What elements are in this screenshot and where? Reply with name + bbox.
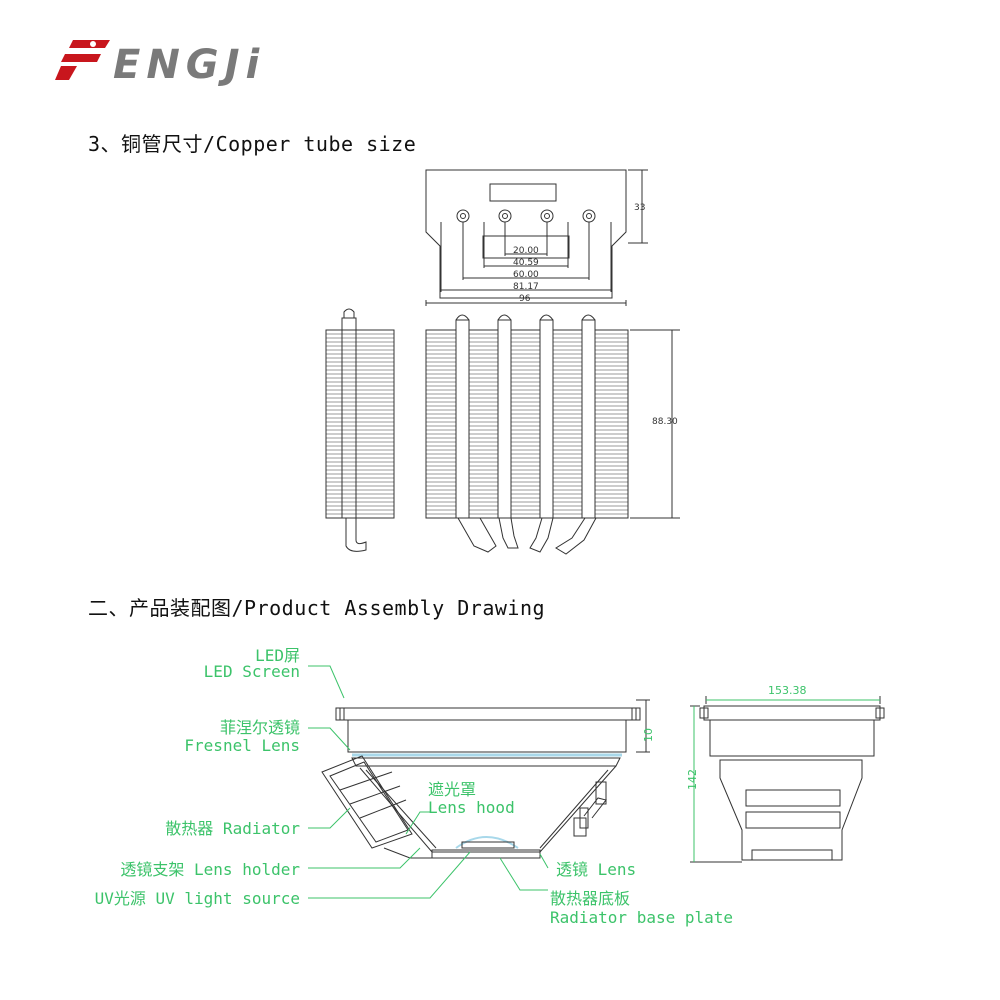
- dim-142: 142: [686, 769, 699, 790]
- pengji-logo: ENGJi: [55, 40, 265, 87]
- section-title-assembly: 二、产品装配图/Product Assembly Drawing: [88, 596, 546, 620]
- label-radiator: 散热器 Radiator: [165, 819, 300, 838]
- svg-text:ENGJi: ENGJi: [113, 42, 265, 87]
- dim-20: 20.00: [513, 246, 539, 256]
- side-view-fins: [325, 308, 395, 552]
- dim-88-30: 88.30: [652, 417, 678, 427]
- label-hood-en: Lens hood: [428, 798, 515, 817]
- label-lens: 透镜 Lens: [556, 860, 636, 879]
- assembly-side-view: [690, 696, 885, 863]
- leader-lines: [308, 665, 549, 899]
- dim-33: 33: [634, 203, 645, 213]
- label-fresnel-en: Fresnel Lens: [184, 736, 300, 755]
- dim-10: 10: [642, 728, 655, 742]
- front-view-fins: [425, 314, 680, 555]
- logo-star-icon: [55, 40, 110, 80]
- label-fresnel-cn: 菲涅尔透镜: [220, 718, 300, 737]
- label-led-cn: LED屏: [255, 646, 300, 665]
- heat-pipes: [455, 314, 597, 555]
- label-base-cn: 散热器底板: [550, 889, 630, 908]
- dim-96: 96: [519, 294, 531, 304]
- label-uv-source: UV光源 UV light source: [95, 889, 300, 908]
- top-view-drawing: [425, 169, 648, 306]
- assembly-drawing: [321, 699, 650, 859]
- label-lens-holder: 透镜支架 Lens holder: [120, 860, 300, 879]
- dim-81-17: 81.17: [513, 282, 539, 292]
- dim-153-38: 153.38: [768, 684, 807, 697]
- label-hood-cn: 遮光罩: [428, 780, 476, 799]
- section-title-copper-tube: 3、铜管尺寸/Copper tube size: [88, 132, 417, 156]
- dim-60: 60.00: [513, 270, 539, 280]
- dim-40-59: 40.59: [513, 258, 539, 268]
- label-base-en: Radiator base plate: [550, 908, 733, 927]
- label-led-en: LED Screen: [204, 662, 300, 681]
